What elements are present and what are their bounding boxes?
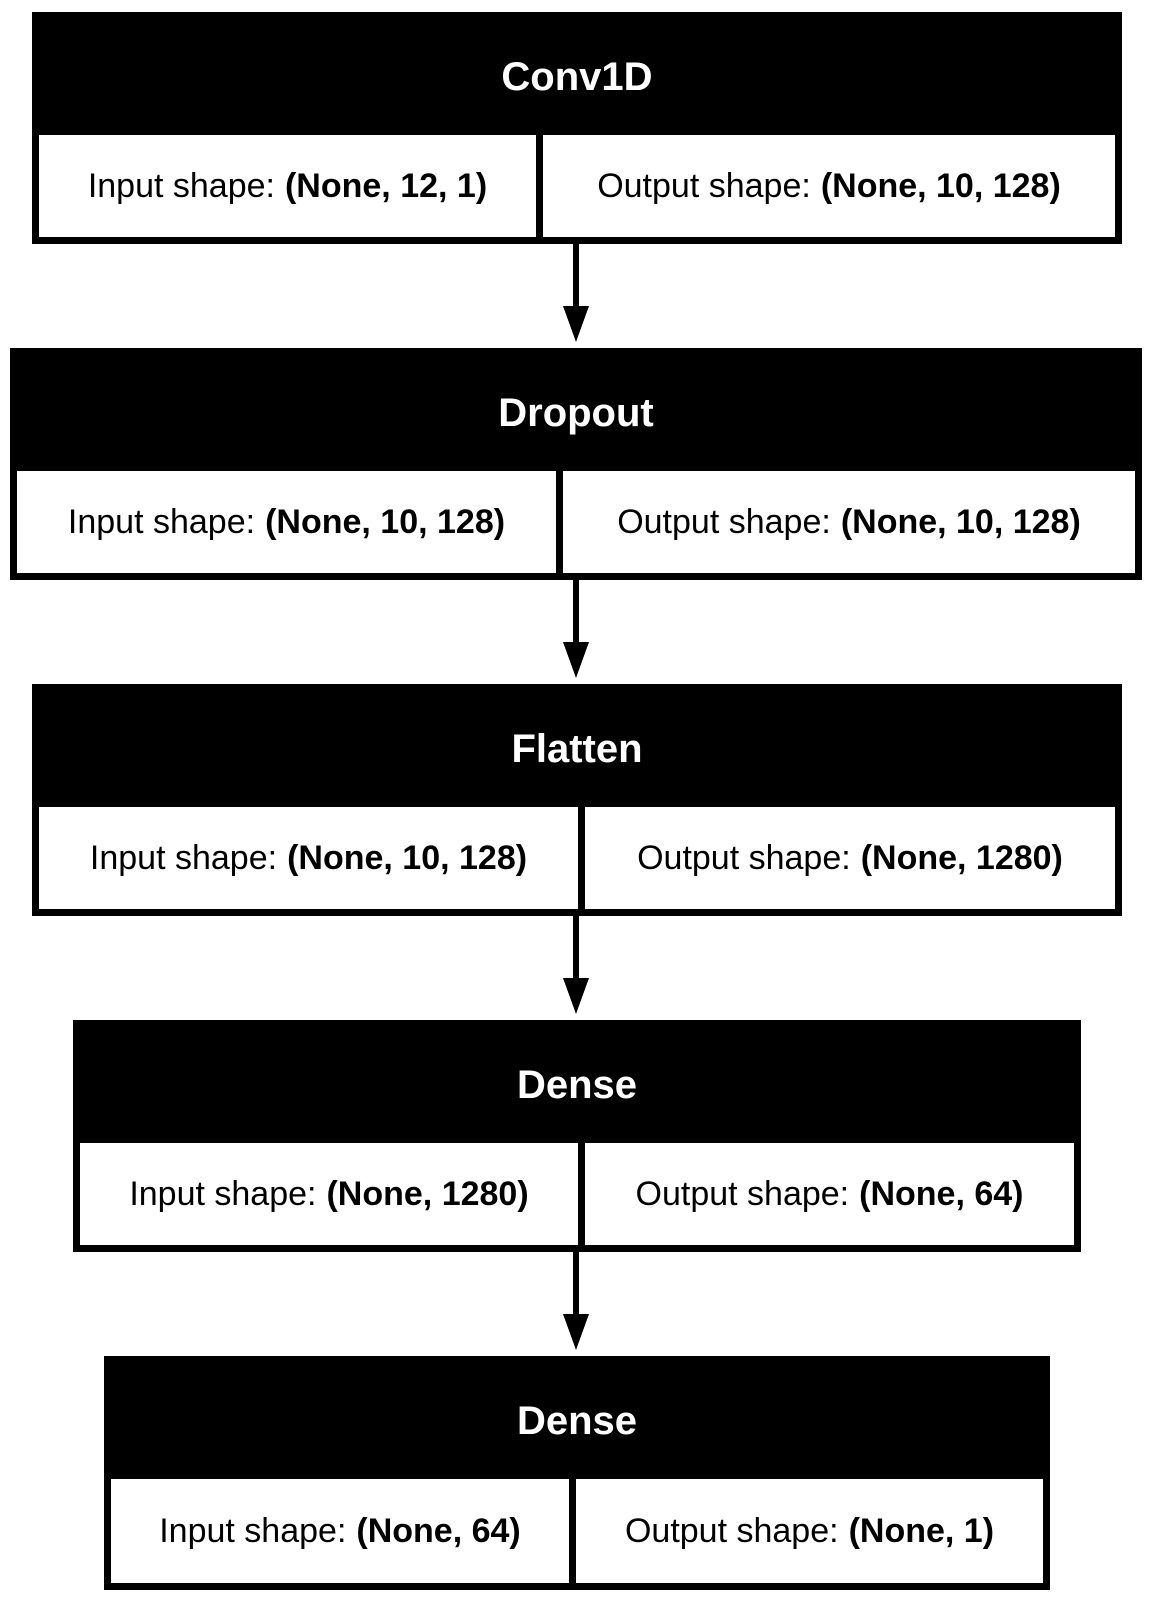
output-shape-label: Output shape: [637, 838, 851, 877]
input-shape-cell: Input shape:(None, 10, 128) [39, 807, 578, 909]
input-shape-cell: Input shape:(None, 12, 1) [39, 135, 536, 237]
shape-row: Input shape:(None, 64) Output shape:(Non… [111, 1479, 1043, 1583]
layer-box-flatten: Flatten Input shape:(None, 10, 128) Outp… [32, 684, 1122, 916]
layer-title: Conv1D [501, 54, 653, 99]
input-shape-cell: Input shape:(None, 64) [111, 1479, 569, 1583]
output-shape-value: (None, 64) [859, 1174, 1024, 1213]
output-shape-label: Output shape: [635, 1174, 850, 1213]
input-shape-label: Input shape: [67, 502, 256, 541]
input-shape-cell: Input shape:(None, 1280) [80, 1143, 578, 1245]
shape-row: Input shape:(None, 10, 128) Output shape… [39, 807, 1115, 909]
shape-row: Input shape:(None, 10, 128) Output shape… [17, 471, 1135, 573]
output-shape-value: (None, 10, 128) [820, 166, 1061, 205]
layer-title: Dense [516, 1398, 638, 1443]
input-shape-value: (None, 12, 1) [284, 166, 488, 205]
shape-row: Input shape:(None, 12, 1) Output shape:(… [39, 135, 1115, 237]
output-shape-cell: Output shape:(None, 10, 128) [563, 471, 1135, 573]
layer-title: Flatten [511, 726, 643, 771]
layer-box-dense: Dense Input shape:(None, 64) Output shap… [104, 1356, 1050, 1590]
output-shape-cell: Output shape:(None, 1) [576, 1479, 1043, 1583]
output-shape-label: Output shape: [624, 1511, 839, 1550]
input-shape-cell: Input shape:(None, 10, 128) [17, 471, 556, 573]
output-shape-cell: Output shape:(None, 10, 128) [543, 135, 1115, 237]
output-shape-value: (None, 1) [848, 1511, 995, 1550]
layer-title: Dense [516, 1062, 638, 1107]
output-shape-value: (None, 1280) [860, 838, 1063, 877]
input-shape-label: Input shape: [89, 838, 278, 877]
layer-box-dropout: Dropout Input shape:(None, 10, 128) Outp… [10, 348, 1142, 580]
input-shape-value: (None, 10, 128) [265, 502, 506, 541]
output-shape-label: Output shape: [597, 166, 811, 205]
output-shape-label: Output shape: [617, 502, 831, 541]
layer-box-conv1d: Conv1D Input shape:(None, 12, 1) Output … [32, 12, 1122, 244]
input-shape-value: (None, 1280) [326, 1174, 529, 1213]
output-shape-value: (None, 10, 128) [840, 502, 1081, 541]
output-shape-cell: Output shape:(None, 64) [585, 1143, 1074, 1245]
layer-title: Dropout [498, 390, 654, 435]
input-shape-label: Input shape: [87, 166, 275, 205]
input-shape-label: Input shape: [129, 1174, 317, 1213]
output-shape-cell: Output shape:(None, 1280) [585, 807, 1115, 909]
layer-box-dense: Dense Input shape:(None, 1280) Output sh… [73, 1020, 1081, 1252]
shape-row: Input shape:(None, 1280) Output shape:(N… [80, 1143, 1074, 1245]
input-shape-value: (None, 64) [356, 1511, 521, 1550]
input-shape-value: (None, 10, 128) [287, 838, 528, 877]
input-shape-label: Input shape: [159, 1511, 347, 1550]
